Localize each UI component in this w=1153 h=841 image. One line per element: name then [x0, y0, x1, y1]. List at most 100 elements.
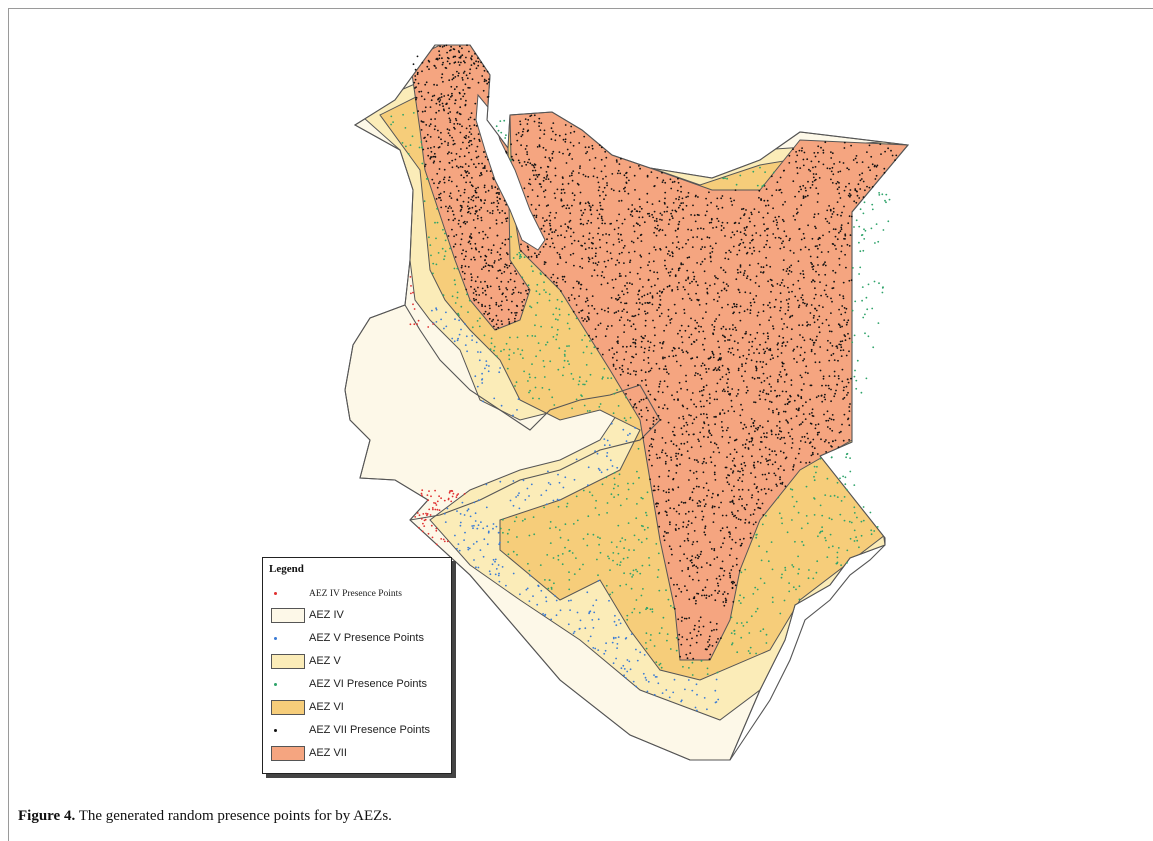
presence-point	[796, 166, 799, 169]
presence-point	[664, 356, 666, 359]
presence-point	[669, 648, 672, 650]
presence-point	[516, 409, 518, 411]
presence-point	[439, 99, 442, 101]
presence-point	[686, 557, 689, 560]
presence-point	[536, 603, 539, 606]
presence-point	[546, 174, 549, 177]
presence-point	[848, 245, 851, 247]
presence-point	[606, 452, 609, 454]
presence-point	[884, 150, 886, 153]
presence-point	[832, 269, 834, 272]
presence-point	[802, 413, 805, 415]
presence-point	[697, 557, 699, 560]
presence-point	[636, 210, 639, 213]
presence-point	[767, 463, 770, 466]
presence-point	[752, 170, 755, 173]
presence-point	[444, 239, 447, 242]
presence-point	[474, 512, 477, 515]
presence-point	[633, 608, 636, 610]
presence-point	[488, 570, 491, 573]
presence-point	[507, 238, 510, 241]
presence-point	[710, 221, 713, 224]
presence-point	[634, 339, 637, 341]
presence-point	[837, 375, 840, 377]
presence-point	[765, 642, 768, 644]
presence-point	[657, 488, 660, 491]
presence-point	[803, 351, 806, 354]
presence-point	[638, 308, 640, 311]
presence-point	[473, 299, 476, 302]
presence-point	[686, 388, 689, 391]
presence-point	[482, 230, 484, 233]
presence-point	[447, 132, 450, 135]
presence-point	[728, 393, 730, 395]
presence-point	[681, 570, 684, 572]
presence-point	[562, 486, 565, 489]
presence-point	[455, 85, 458, 88]
presence-point	[743, 213, 746, 215]
presence-point	[844, 253, 846, 256]
presence-point	[673, 347, 676, 350]
presence-point	[735, 516, 738, 519]
presence-point	[640, 255, 643, 258]
presence-point	[531, 363, 533, 365]
presence-point	[841, 423, 843, 426]
presence-point	[789, 237, 791, 240]
presence-point	[465, 181, 467, 184]
presence-point	[495, 314, 498, 317]
presence-point	[687, 276, 690, 279]
presence-point	[478, 208, 481, 211]
presence-point	[836, 551, 839, 554]
presence-point	[627, 368, 629, 370]
presence-point	[555, 281, 558, 284]
presence-point	[461, 252, 463, 255]
presence-point	[710, 461, 713, 464]
presence-point	[448, 491, 451, 494]
presence-point	[634, 403, 637, 405]
presence-point	[572, 231, 575, 234]
presence-point	[716, 277, 719, 280]
presence-point	[646, 301, 649, 304]
presence-point	[755, 275, 758, 278]
presence-point	[779, 247, 782, 250]
presence-point	[664, 365, 667, 368]
presence-point	[625, 583, 628, 586]
presence-point	[671, 242, 674, 244]
presence-point	[678, 281, 680, 284]
presence-point	[792, 283, 795, 286]
presence-point	[572, 170, 575, 173]
presence-point	[812, 268, 814, 271]
presence-point	[544, 189, 547, 192]
presence-point	[452, 143, 455, 146]
presence-point	[661, 451, 663, 454]
presence-point	[787, 431, 790, 434]
presence-point	[458, 549, 461, 552]
presence-point	[581, 317, 583, 319]
presence-point	[540, 122, 543, 124]
presence-point	[468, 151, 470, 154]
presence-point	[476, 217, 479, 220]
presence-point	[746, 389, 749, 392]
presence-point	[620, 667, 623, 670]
presence-point	[615, 311, 618, 314]
presence-point	[592, 647, 595, 649]
presence-point	[459, 131, 462, 134]
presence-point	[531, 189, 534, 191]
presence-point	[753, 401, 755, 403]
presence-point	[598, 543, 600, 546]
presence-point	[492, 201, 495, 204]
presence-point	[739, 602, 742, 604]
presence-point	[687, 195, 689, 198]
legend-item-label: AEZ VII	[309, 747, 347, 759]
presence-point	[509, 278, 512, 281]
presence-point	[529, 115, 532, 117]
presence-point	[464, 163, 467, 165]
presence-point	[856, 359, 859, 362]
presence-point	[639, 266, 642, 269]
presence-point	[722, 388, 725, 391]
presence-point	[455, 496, 458, 499]
presence-point	[627, 384, 630, 387]
presence-point	[748, 432, 750, 435]
presence-point	[595, 252, 597, 255]
presence-point	[753, 224, 756, 227]
